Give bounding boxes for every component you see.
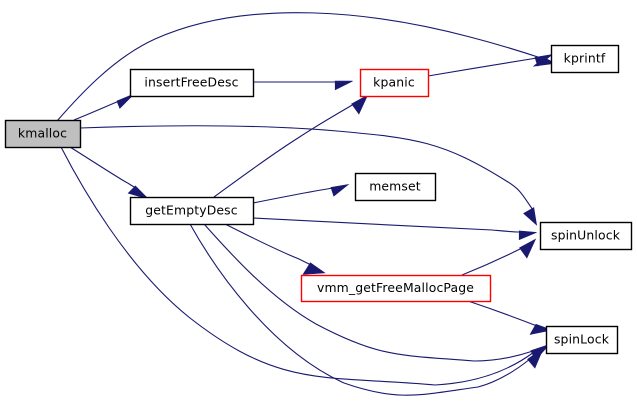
node-box[interactable]: [354, 172, 437, 202]
graph-node-insertFreeDesc[interactable]: insertFreeDesc: [129, 68, 255, 98]
edge-line: [79, 125, 534, 211]
node-box[interactable]: [359, 68, 430, 98]
node-box[interactable]: [539, 221, 633, 251]
edge-getEmptyDesc-to-spinLock: [189, 223, 545, 396]
arrowhead-icon: [334, 80, 353, 91]
edge-line: [203, 223, 534, 362]
node-label: getEmptyDesc: [145, 203, 238, 218]
node-box[interactable]: [129, 196, 255, 226]
node-label: vmm_getFreeMallocPage: [317, 280, 474, 295]
arrowhead-icon: [330, 184, 350, 197]
edge-line: [60, 146, 535, 386]
edge-getEmptyDesc-to-memset: [252, 184, 350, 204]
edges-layer: [56, 12, 557, 396]
edge-line: [252, 187, 334, 204]
arrowhead-icon: [519, 238, 537, 259]
arrowhead-icon: [523, 207, 538, 226]
nodes-layer: kmalloc insertFreeDesc kpanic kprintf getEmp…: [4, 44, 633, 355]
graph-node-spinLock[interactable]: spinLock: [545, 325, 619, 355]
edge-line: [189, 223, 531, 396]
arrowhead-icon: [529, 323, 554, 335]
edge-line: [56, 12, 545, 122]
node-label: spinUnlock: [551, 228, 621, 243]
node-label: kpanic: [373, 75, 415, 90]
arrowhead-icon: [127, 185, 150, 200]
arrowhead-icon: [527, 346, 545, 369]
graph-node-memset[interactable]: memset: [354, 172, 437, 202]
edge-getEmptyDesc-to-kpanic: [213, 94, 369, 198]
node-box[interactable]: [550, 44, 620, 74]
arrowhead-icon: [534, 54, 554, 67]
edge-line: [252, 217, 522, 233]
node-box[interactable]: [4, 119, 82, 149]
node-label: memset: [369, 179, 421, 194]
node-label: spinLock: [554, 332, 610, 347]
edge-kpanic-to-kprintf: [427, 54, 554, 77]
graph-node-kmalloc[interactable]: kmalloc: [4, 119, 82, 149]
edge-line: [427, 57, 538, 77]
edge-line: [213, 103, 355, 198]
node-box[interactable]: [129, 68, 255, 98]
node-box[interactable]: [300, 274, 492, 303]
edge-kmalloc-to-spinLock: [60, 146, 550, 386]
edge-line: [467, 300, 538, 327]
arrowhead-icon: [116, 93, 135, 109]
graph-node-spinUnlock[interactable]: spinUnlock: [539, 221, 633, 251]
edge-vmm_getFreeMallocPage-to-spinUnlock: [461, 238, 537, 276]
edge-vmm_getFreeMallocPage-to-spinLock: [467, 300, 554, 335]
edge-line: [224, 223, 312, 266]
node-label: insertFreeDesc: [144, 75, 238, 90]
edge-line: [73, 100, 120, 121]
edge-kmalloc-to-spinUnlock: [79, 125, 538, 226]
edge-kmalloc-to-insertFreeDesc: [73, 93, 135, 121]
edge-line: [69, 146, 137, 189]
edge-line: [461, 247, 523, 276]
node-box[interactable]: [545, 325, 619, 355]
graph-node-vmm_getFreeMallocPage[interactable]: vmm_getFreeMallocPage: [300, 274, 492, 303]
node-label: kmalloc: [18, 126, 67, 141]
edge-kmalloc-to-getEmptyDesc: [69, 146, 150, 200]
graph-node-kpanic[interactable]: kpanic: [359, 68, 430, 98]
edge-getEmptyDesc-to-vmm_getFreeMallocPage: [224, 223, 326, 275]
edge-getEmptyDesc-to-spinUnlock: [252, 217, 537, 241]
graph-node-getEmptyDesc[interactable]: getEmptyDesc: [129, 196, 255, 226]
arrowhead-icon: [351, 94, 369, 115]
arrowhead-icon: [302, 262, 326, 275]
node-label: kprintf: [564, 51, 606, 66]
edge-insertFreeDesc-to-kpanic: [253, 80, 353, 91]
graph-node-kprintf[interactable]: kprintf: [550, 44, 620, 74]
arrowhead-icon: [518, 230, 537, 241]
